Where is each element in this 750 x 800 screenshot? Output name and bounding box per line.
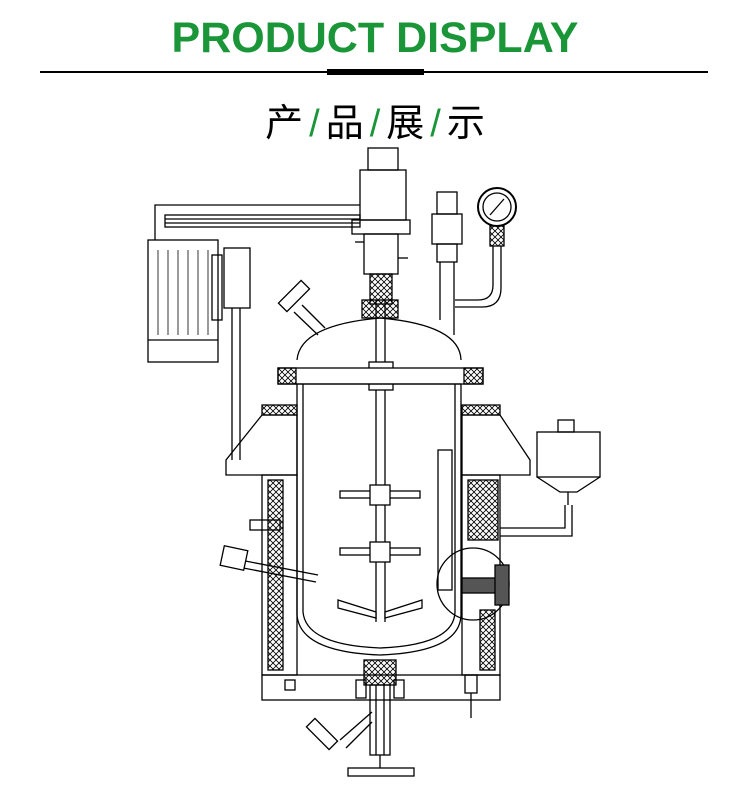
gearbox — [351, 147, 411, 305]
inlet-nozzle — [223, 247, 326, 460]
subtitle: 产/品/展/示 — [0, 92, 750, 147]
safety-valve — [431, 191, 463, 335]
subtitle-char: 品 — [325, 101, 364, 145]
detail-callout — [436, 449, 510, 621]
motor — [147, 239, 223, 363]
reactor-technical-drawing — [147, 147, 601, 777]
oil-cup — [500, 419, 601, 537]
subtitle-separator: / — [369, 103, 381, 145]
belt-drive-arm — [154, 204, 361, 240]
impellers — [337, 484, 423, 619]
agitator-shaft — [361, 299, 399, 622]
vessel-body — [277, 317, 484, 656]
page-title: PRODUCT DISPLAY — [171, 14, 579, 62]
subtitle-separator: / — [309, 103, 320, 145]
pressure-gauge — [455, 187, 517, 308]
thermometer — [219, 519, 319, 583]
subtitle-separator: / — [430, 103, 441, 145]
subtitle-char: 展 — [386, 101, 425, 145]
divider-accent-bar — [327, 69, 424, 75]
subtitle-char: 产 — [265, 101, 304, 145]
bottom-discharge-valve — [284, 659, 478, 777]
subtitle-char: 示 — [446, 101, 485, 145]
support-cone — [225, 404, 531, 476]
insulation — [261, 474, 501, 701]
